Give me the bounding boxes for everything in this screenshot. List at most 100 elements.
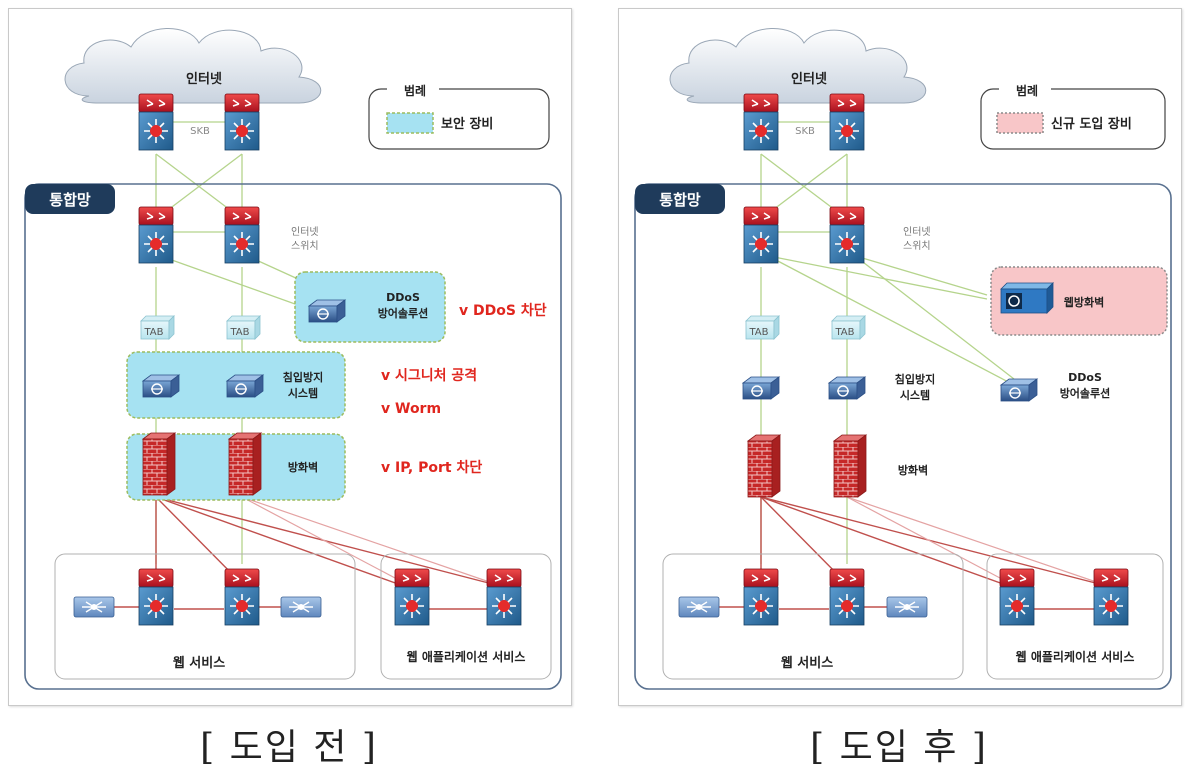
webapp-service-group: 웹 애플리케이션 서비스: [986, 553, 1164, 680]
legend-title: 범례: [404, 83, 426, 98]
annotation-ddos: v DDoS 차단: [459, 302, 547, 319]
legend-swatch: [386, 112, 434, 134]
isp-routers: SKB: [138, 93, 260, 151]
waf-new-group: 웹방화벽: [990, 266, 1168, 336]
internet-label: 인터넷: [791, 71, 827, 87]
firewall-group: 방화벽: [747, 434, 928, 498]
router-icon: [486, 568, 522, 626]
router-icon: [829, 93, 865, 151]
diagram-after-panel: 인터넷 SKB 범례 신규 도입 장비 통합망 인터넷 스위치: [618, 8, 1182, 706]
switch-icon: [829, 206, 865, 264]
legend-swatch: [996, 112, 1044, 134]
skb-label: SKB: [795, 126, 815, 137]
hub-icon: [886, 596, 928, 618]
isp-routers: SKB: [743, 93, 865, 151]
network-title: 통합망: [659, 191, 701, 209]
tab-devices: TAB TAB: [745, 315, 866, 340]
web-service-group: 웹 서비스: [54, 553, 356, 680]
hub-icon: [280, 596, 322, 618]
network-links: [699, 121, 1112, 610]
ips-device-icon: [742, 376, 780, 400]
internet-switches: 인터넷 스위치: [138, 206, 319, 264]
integrated-network: 통합망: [634, 183, 1172, 690]
router-icon: [1093, 568, 1129, 626]
internet-switch-label-line1: 인터넷: [903, 226, 931, 238]
router-icon: [224, 93, 260, 151]
firewall-label: 방화벽: [898, 463, 928, 477]
webapp-service-label: 웹 애플리케이션 서비스: [1016, 649, 1135, 664]
annotation-ip-port: v IP, Port 차단: [381, 459, 482, 476]
hub-icon: [678, 596, 720, 618]
firewall-icon: [833, 434, 867, 498]
firewall-icon: [142, 432, 176, 496]
ddos-label-line2: 방어솔루션: [378, 306, 429, 320]
router-icon: [743, 93, 779, 151]
web-service-group: 웹 서비스: [662, 553, 964, 680]
annotation-signature: v 시그니처 공격: [381, 367, 477, 384]
webapp-service-label: 웹 애플리케이션 서비스: [407, 649, 526, 664]
ips-security-group: 침입방지 시스템: [126, 351, 346, 419]
ips-device-icon: [142, 374, 180, 398]
router-icon: [999, 568, 1035, 626]
router-icon: [138, 93, 174, 151]
legend: 범례 신규 도입 장비: [980, 81, 1166, 150]
ips-label-line1: 침입방지: [895, 372, 935, 386]
annotation-worm: v Worm: [381, 401, 441, 417]
ddos-device-icon: [1000, 378, 1038, 402]
ips-label-line1: 침입방지: [283, 370, 323, 384]
switch-icon: [743, 206, 779, 264]
ips-label-line2: 시스템: [288, 386, 318, 400]
firewall-security-group: 방화벽: [126, 432, 346, 501]
diagram-after-svg: 인터넷 SKB 범례 신규 도입 장비 통합망 인터넷 스위치: [634, 27, 1172, 690]
integrated-network: 통합망: [24, 183, 562, 690]
web-firewall-icon: [1000, 282, 1054, 314]
router-icon: [394, 568, 430, 626]
internet-switch-label-line1: 인터넷: [291, 226, 319, 238]
web-service-label: 웹 서비스: [781, 656, 833, 671]
diagram-before-svg: 인터넷 SKB 범례 보안 장비 통합망 인터넷 스위치: [24, 27, 562, 690]
caption-after: [ 도입 후 ]: [810, 727, 988, 768]
network-links: [94, 121, 505, 610]
skb-label: SKB: [190, 126, 210, 137]
router-icon: [829, 568, 865, 626]
router-icon: [743, 568, 779, 626]
web-service-label: 웹 서비스: [173, 656, 225, 671]
hub-icon: [73, 596, 115, 618]
internet-switch-label-line2: 스위치: [291, 239, 319, 252]
caption-before: [ 도입 전 ]: [200, 727, 378, 768]
ddos-label-line1: DDoS: [386, 291, 420, 304]
ddos-group: DDoS 방어솔루션: [1000, 371, 1111, 402]
ips-device-icon: [828, 376, 866, 400]
legend: 범례 보안 장비: [368, 81, 550, 150]
legend-item-label: 신규 도입 장비: [1051, 116, 1132, 132]
tab-label: TAB: [748, 327, 768, 338]
tab-label: TAB: [834, 327, 854, 338]
ddos-label-line1: DDoS: [1068, 371, 1102, 384]
tab-label: TAB: [143, 327, 163, 338]
firewall-icon: [747, 434, 781, 498]
ddos-security-group: DDoS 방어솔루션: [294, 271, 446, 343]
waf-label: 웹방화벽: [1064, 295, 1104, 309]
internet-switches: 인터넷 스위치: [743, 206, 931, 264]
router-icon: [224, 568, 260, 626]
internet-switch-label-line2: 스위치: [903, 239, 931, 252]
firewall-label: 방화벽: [288, 460, 318, 474]
ips-group: 침입방지 시스템: [742, 372, 935, 402]
switch-icon: [138, 206, 174, 264]
legend-item-label: 보안 장비: [441, 116, 493, 132]
ips-label-line2: 시스템: [900, 388, 930, 402]
ips-device-icon: [226, 374, 264, 398]
ddos-label-line2: 방어솔루션: [1060, 386, 1111, 400]
internet-cloud: 인터넷: [64, 27, 322, 104]
switch-icon: [224, 206, 260, 264]
firewall-icon: [228, 432, 262, 496]
internet-label: 인터넷: [186, 71, 222, 87]
internet-cloud: 인터넷: [669, 27, 927, 104]
tab-devices: TAB TAB: [140, 315, 261, 340]
network-title: 통합망: [49, 191, 91, 209]
webapp-service-group: 웹 애플리케이션 서비스: [380, 553, 552, 680]
router-icon: [138, 568, 174, 626]
legend-title: 범례: [1016, 83, 1038, 98]
tab-label: TAB: [229, 327, 249, 338]
diagram-before-panel: 인터넷 SKB 범례 보안 장비 통합망 인터넷 스위치: [8, 8, 572, 706]
